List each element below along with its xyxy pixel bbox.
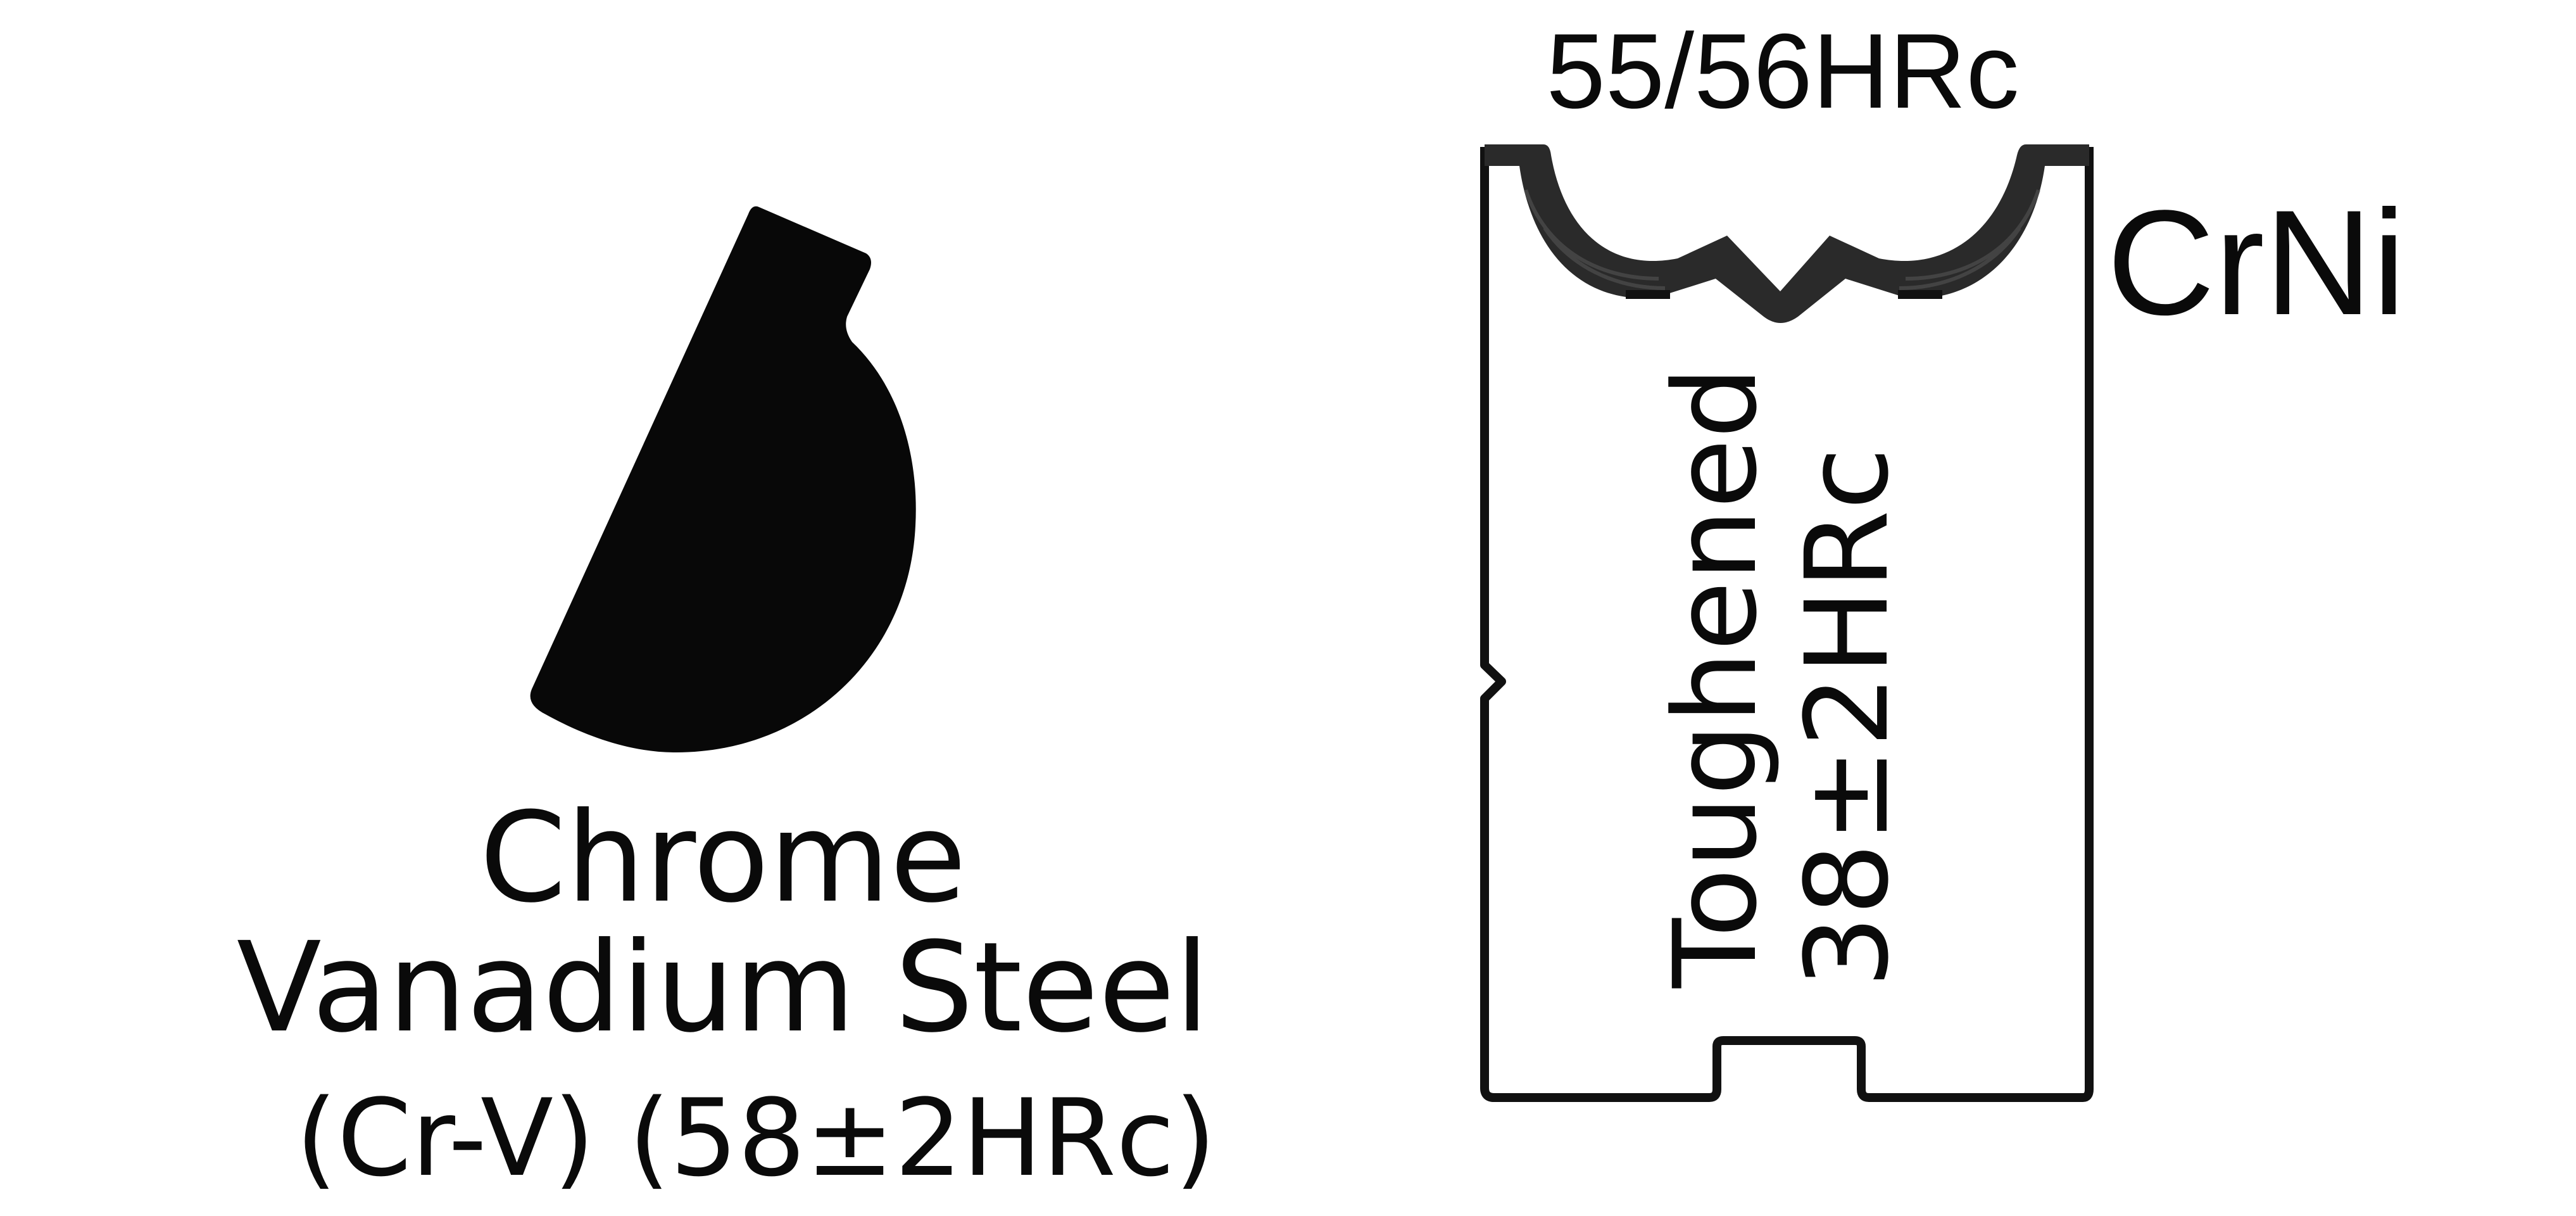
core-label-toughened: Toughened	[1650, 366, 1782, 989]
hardened-zone-stripes	[1524, 189, 2040, 290]
hardened-zone-tick-left	[1626, 290, 1670, 299]
cr-v-section: Chrome Vanadium Steel (Cr-V) (58±2HRc)	[237, 206, 1216, 1200]
jaw-outline	[1480, 147, 2094, 1102]
material-label-crni: CrNi	[2107, 179, 2406, 346]
hardened-zone	[1485, 144, 2089, 323]
blade-cross-section-shape	[530, 206, 916, 753]
surface-hardness-label: 55/56HRc	[1546, 11, 2019, 130]
cr-v-label-line1: Chrome	[480, 786, 967, 930]
hardened-zone-tick-right	[1898, 290, 1942, 299]
crni-section: 55/56HRc CrNi Toughened 38±2HRc	[1480, 11, 2406, 1102]
cr-v-label-line3: (Cr-V) (58±2HRc)	[296, 1076, 1216, 1200]
core-hardness-label: 38±2HRc	[1781, 447, 1914, 988]
cr-v-label-line2: Vanadium Steel	[237, 916, 1210, 1060]
